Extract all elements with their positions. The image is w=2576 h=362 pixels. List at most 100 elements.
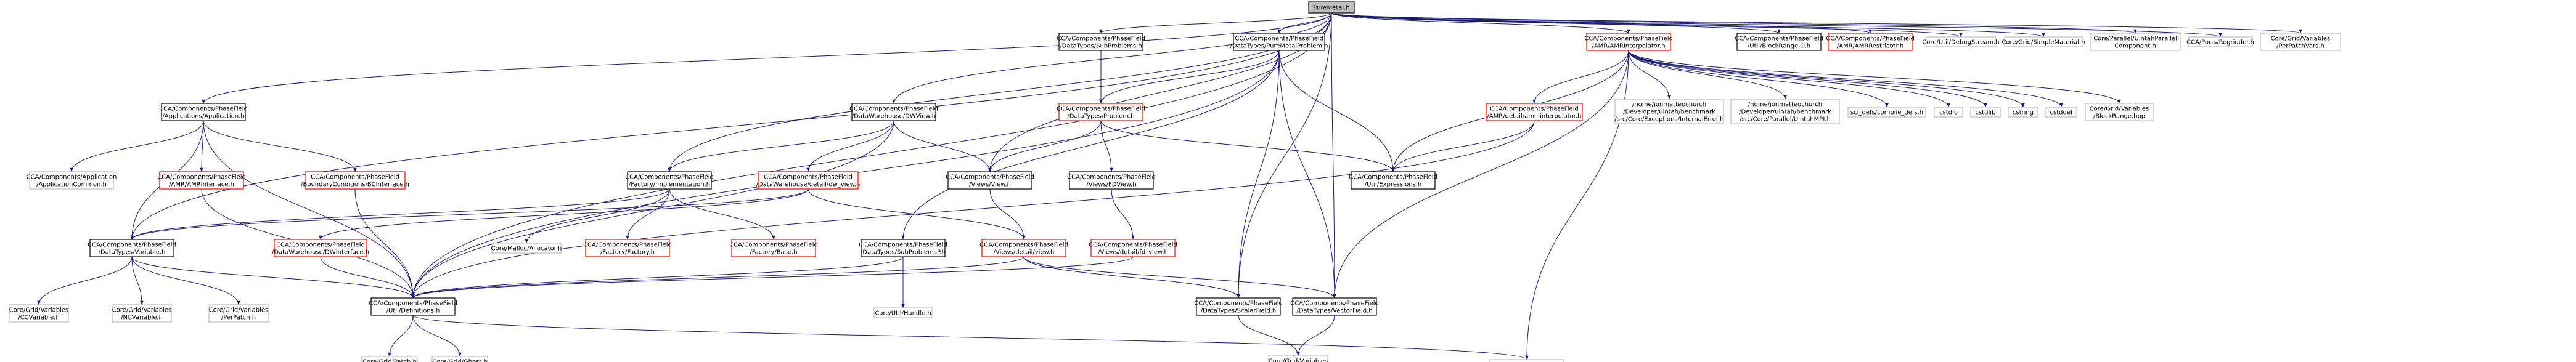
node-definitions-label-line-1: /Util/Definitions.h bbox=[386, 308, 440, 315]
node-vectorfield[interactable]: CCA/Components/PhaseField/DataTypes/Vect… bbox=[1290, 297, 1379, 316]
node-viewdetail-label-line-0: CCA/Components/PhaseField bbox=[979, 242, 1068, 249]
node-amrinterface-label-line-0: CCA/Components/PhaseField bbox=[157, 174, 246, 181]
node-expressions[interactable]: CCA/Components/PhaseField/Util/Expressio… bbox=[1349, 171, 1437, 190]
edge-root-to-app bbox=[202, 12, 1332, 104]
node-ghost-label-line-0: Core/Grid/Ghost.h bbox=[432, 359, 488, 362]
edge-root-to-scalarfield bbox=[1237, 12, 1332, 299]
edge-dwinterface-to-definitions bbox=[320, 256, 415, 299]
node-app-box bbox=[161, 103, 246, 121]
node-bcinterface-label-line-0: CCA/Components/PhaseField bbox=[311, 174, 399, 181]
node-bcinterface-label-line-1: /BoundaryConditions/BCInterface.h bbox=[301, 182, 409, 188]
node-appcommon: CCA/Components/Application/ApplicationCo… bbox=[27, 171, 117, 190]
node-blockrange-label-line-1: /Util/BlockRangeIO.h bbox=[1748, 43, 1810, 50]
node-amrrestrictor: CCA/Components/PhaseField/AMR/AMRRestric… bbox=[1826, 33, 1915, 51]
node-factory-box bbox=[585, 239, 670, 257]
node-ghost: Core/Grid/Ghost.h bbox=[431, 356, 488, 362]
node-compiledefs: sci_defs/compile_defs.h bbox=[1847, 107, 1926, 118]
node-regridder-label-line-0: CCA/Ports/Regridder.h bbox=[2186, 39, 2254, 46]
node-variable-label-line-0: CCA/Components/PhaseField bbox=[88, 242, 176, 249]
node-compiledefs-label-line-0: sci_defs/compile_defs.h bbox=[1850, 110, 1923, 116]
node-root-box bbox=[1308, 1, 1355, 14]
edge-amrinterp-to-cstddef bbox=[1628, 50, 2063, 108]
node-cstddef-label-line-0: cstddef bbox=[2050, 110, 2073, 116]
node-view-label-line-0: CCA/Components/PhaseField bbox=[946, 174, 1034, 181]
node-variable-label-line-1: /DataTypes/Variable.h bbox=[99, 249, 166, 256]
node-internalerror-label-line-0: /home/jonmatteochurch bbox=[1632, 102, 1706, 108]
node-amrinterp-box bbox=[1586, 33, 1671, 51]
edge-amrinterp-to-blockrangehpp bbox=[1628, 50, 2121, 104]
node-ccvariable: Core/Grid/Variables/CCVariable.h bbox=[9, 304, 69, 323]
node-cstdio-label-line-0: cstdio bbox=[1939, 110, 1958, 116]
edge-root-to-regridder bbox=[1331, 12, 2222, 38]
node-cstdlib: cstdlib bbox=[1970, 107, 2001, 118]
node-uintahmpi-box bbox=[1730, 99, 1840, 124]
node-patch: Core/Grid/Patch.h bbox=[361, 356, 418, 362]
edge-dwviewdetail-to-viewdetail bbox=[808, 188, 1026, 240]
node-scalarfield[interactable]: CCA/Components/PhaseField/DataTypes/Scal… bbox=[1194, 297, 1283, 316]
node-factoryimpl[interactable]: CCA/Components/PhaseField/Factory/Implem… bbox=[625, 171, 714, 190]
node-uintahparallel-box bbox=[2090, 33, 2181, 51]
node-factory-label-line-1: /Factory/Factory.h bbox=[600, 249, 655, 256]
node-view[interactable]: CCA/Components/PhaseField/Views/View.h bbox=[946, 171, 1034, 190]
node-fdview[interactable]: CCA/Components/PhaseField/Views/FDView.h bbox=[1067, 171, 1156, 190]
edge-amrinterpdetail-to-expressions bbox=[1391, 120, 1535, 172]
node-vectorfield-box bbox=[1292, 297, 1377, 316]
node-amrinterface: CCA/Components/PhaseField/AMR/AMRInterfa… bbox=[157, 171, 246, 190]
node-definitions-label-line-0: CCA/Components/PhaseField bbox=[369, 300, 457, 307]
edge-root-to-vectorfield bbox=[1331, 12, 1336, 299]
node-subproblems[interactable]: CCA/Components/PhaseField/DataTypes/SubP… bbox=[1057, 33, 1145, 51]
node-app[interactable]: CCA/Components/PhaseField/Applications/A… bbox=[159, 103, 248, 121]
node-blockrange-label-line-0: CCA/Components/PhaseField bbox=[1735, 36, 1823, 42]
node-factoryimpl-label-line-1: /Factory/Implementation.h bbox=[629, 182, 710, 188]
node-perpatch-box bbox=[208, 304, 269, 323]
edge-view-to-viewdetail bbox=[989, 188, 1026, 240]
edge-dwview-to-dwviewdetail bbox=[806, 120, 894, 172]
node-blockrangehpp: Core/Grid/Variables/BlockRange.hpp bbox=[2085, 103, 2154, 121]
node-factoryimpl-box bbox=[627, 171, 712, 190]
edge-root-to-amrinterp bbox=[1331, 12, 1630, 34]
node-blockrange[interactable]: CCA/Components/PhaseField/Util/BlockRang… bbox=[1735, 33, 1823, 51]
node-ncvariable-label-line-1: /NCVariable.h bbox=[121, 315, 163, 321]
node-factory-label-line-0: CCA/Components/PhaseField bbox=[583, 242, 672, 249]
node-vectorfield-label-line-1: /DataTypes/VectorField.h bbox=[1296, 308, 1372, 315]
edge-root-to-variable bbox=[130, 12, 1332, 240]
node-layer: PureMetal.hCCA/Components/PhaseField/App… bbox=[9, 1, 2341, 362]
node-debugstream-box bbox=[1926, 36, 1996, 47]
node-amrrestrictor-label-line-1: /AMR/AMRRestrictor.h bbox=[1837, 43, 1904, 50]
node-puremetalprob[interactable]: CCA/Components/PhaseField/DataTypes/Pure… bbox=[1230, 33, 1328, 51]
node-subproblemsp-label-line-1: /DataTypes/SubProblemsP.h bbox=[861, 249, 946, 256]
node-amrinterp-label-line-1: /AMR/AMRInterpolator.h bbox=[1592, 43, 1665, 50]
node-allocator-label-line-0: Core/Malloc/Allocator.h bbox=[491, 246, 562, 252]
node-amrinterface-label-line-1: /AMR/AMRInterface.h bbox=[169, 182, 234, 188]
node-dwinterface-box bbox=[274, 239, 367, 257]
edge-root-to-definitions bbox=[411, 12, 1332, 299]
node-view-box bbox=[947, 171, 1032, 190]
node-variable[interactable]: CCA/Components/PhaseField/DataTypes/Vari… bbox=[88, 239, 176, 257]
node-subproblemsp[interactable]: CCA/Components/PhaseField/DataTypes/SubP… bbox=[859, 239, 947, 257]
node-simplematerial-box bbox=[2004, 36, 2083, 47]
edge-amrinterp-to-internalerror bbox=[1628, 50, 1671, 100]
edge-dwviewdetail-to-dwinterface bbox=[319, 188, 809, 240]
node-patch-label-line-0: Core/Grid/Patch.h bbox=[362, 359, 417, 362]
node-cstring: cstring bbox=[2008, 107, 2038, 118]
node-cstdlib-label-line-0: cstdlib bbox=[1976, 110, 1996, 116]
node-appcommon-label-line-0: CCA/Components/Application bbox=[27, 174, 117, 181]
edge-amrinterp-to-cstdio bbox=[1628, 50, 1950, 108]
node-problem-label-line-1: /DataTypes/Problem.h bbox=[1067, 113, 1134, 120]
node-app-label-line-1: /Applications/Application.h bbox=[162, 113, 244, 120]
node-perpatch-label-line-1: /PerPatch.h bbox=[221, 315, 256, 321]
node-problem-box bbox=[1058, 103, 1143, 121]
edge-definitions-to-ghost bbox=[412, 315, 462, 357]
edge-definitions-to-patch bbox=[388, 315, 414, 357]
node-definitions[interactable]: CCA/Components/PhaseField/Util/Definitio… bbox=[369, 297, 457, 316]
node-varlabel: Core/Grid/Variables/VarLabel.h bbox=[1268, 355, 1328, 362]
node-bcinterface-box bbox=[305, 171, 406, 190]
node-uintahmpi-label-line-0: /home/jonmatteochurch bbox=[1748, 102, 1822, 108]
node-problem-label-line-0: CCA/Components/PhaseField bbox=[1057, 106, 1145, 113]
node-dwview[interactable]: CCA/Components/PhaseField/DataWarehouse/… bbox=[849, 103, 938, 121]
edge-factoryimpl-to-factory bbox=[626, 188, 670, 240]
node-cstring-label-line-0: cstring bbox=[2013, 110, 2034, 116]
node-perpatchvars: Core/Grid/Variables/PerPatchVars.h bbox=[2260, 33, 2341, 51]
node-dwinterface: CCA/Components/PhaseField/DataWarehouse/… bbox=[272, 239, 369, 257]
